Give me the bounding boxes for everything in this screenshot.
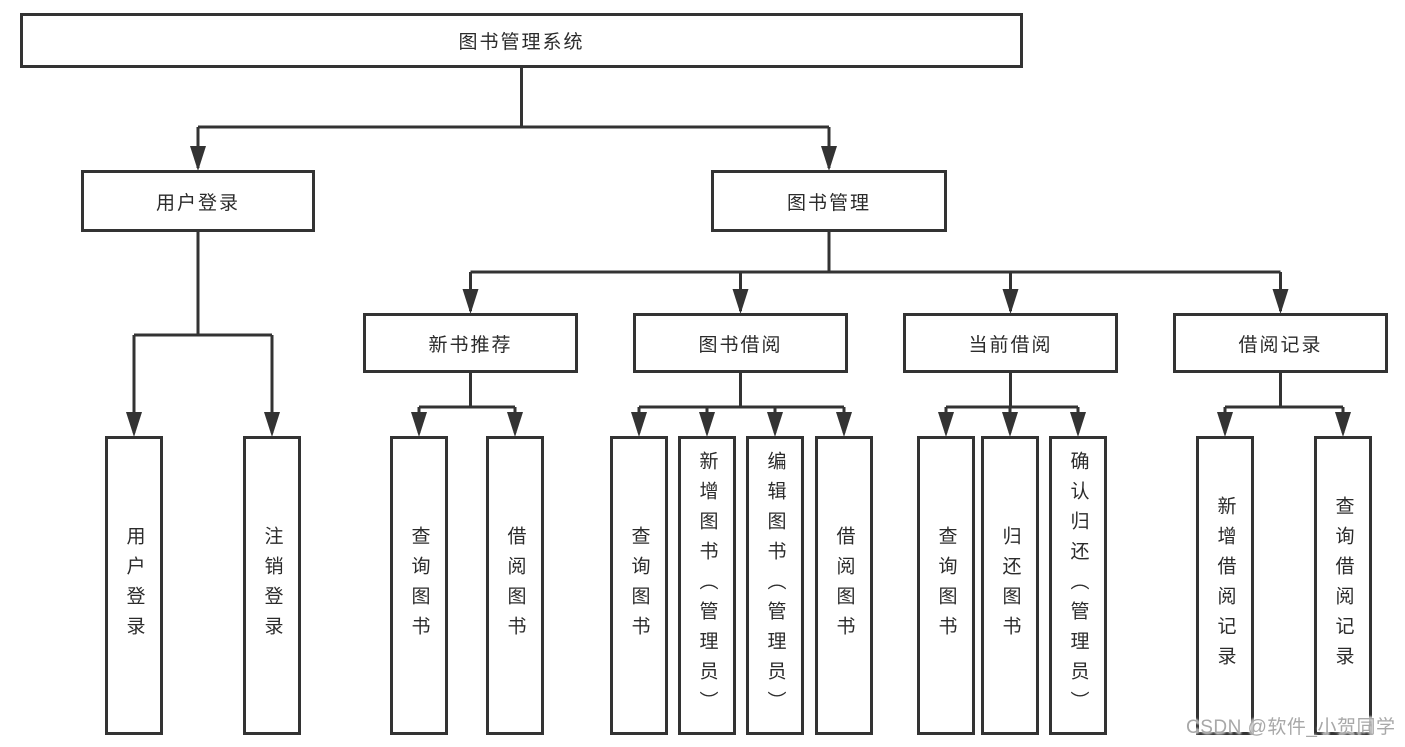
- arrowhead-group: [126, 146, 1351, 437]
- leaf-label: 查询借阅记录: [1332, 495, 1354, 676]
- leaf-borrow-books-2: 借阅图书: [815, 436, 873, 735]
- leaf-borrow-books-1: 借阅图书: [486, 436, 544, 735]
- leaf-add-books-admin: 新增图书（管理员）: [678, 436, 736, 735]
- leaf-confirm-return-admin: 确认归还（管理员）: [1049, 436, 1107, 735]
- leaf-label: 借阅图书: [833, 525, 855, 646]
- leaf-add-borrow-record: 新增借阅记录: [1196, 436, 1254, 735]
- leaf-return-books: 归还图书: [981, 436, 1039, 735]
- leaf-label: 注销登录: [261, 525, 283, 646]
- node-borrowing-records: 借阅记录: [1173, 313, 1388, 373]
- leaf-query-books-2: 查询图书: [610, 436, 668, 735]
- leaf-label: 查询图书: [935, 525, 957, 646]
- node-new-book-recommendation: 新书推荐: [363, 313, 578, 373]
- leaf-label: 查询图书: [628, 525, 650, 646]
- leaf-edit-books-admin: 编辑图书（管理员）: [746, 436, 804, 735]
- watermark: CSDN @软件_小贺同学: [1186, 717, 1396, 738]
- leaf-label: 归还图书: [999, 525, 1021, 646]
- node-current-borrowing: 当前借阅: [903, 313, 1118, 373]
- leaf-query-borrow-record: 查询借阅记录: [1314, 436, 1372, 735]
- leaf-label: 查询图书: [408, 525, 430, 646]
- leaf-label: 新增图书（管理员）: [696, 450, 718, 721]
- leaf-query-books-3: 查询图书: [917, 436, 975, 735]
- leaf-label: 用户登录: [123, 525, 145, 646]
- leaf-label: 确认归还（管理员）: [1067, 450, 1089, 721]
- leaf-label: 新增借阅记录: [1214, 495, 1236, 676]
- node-book-borrowing: 图书借阅: [633, 313, 848, 373]
- node-book-management: 图书管理: [711, 170, 947, 232]
- node-root-system: 图书管理系统: [20, 13, 1023, 68]
- leaf-logout: 注销登录: [243, 436, 301, 735]
- leaf-label: 借阅图书: [504, 525, 526, 646]
- leaf-label: 编辑图书（管理员）: [764, 450, 786, 721]
- leaf-query-books-1: 查询图书: [390, 436, 448, 735]
- leaf-user-login: 用户登录: [105, 436, 163, 735]
- node-user-login: 用户登录: [81, 170, 315, 232]
